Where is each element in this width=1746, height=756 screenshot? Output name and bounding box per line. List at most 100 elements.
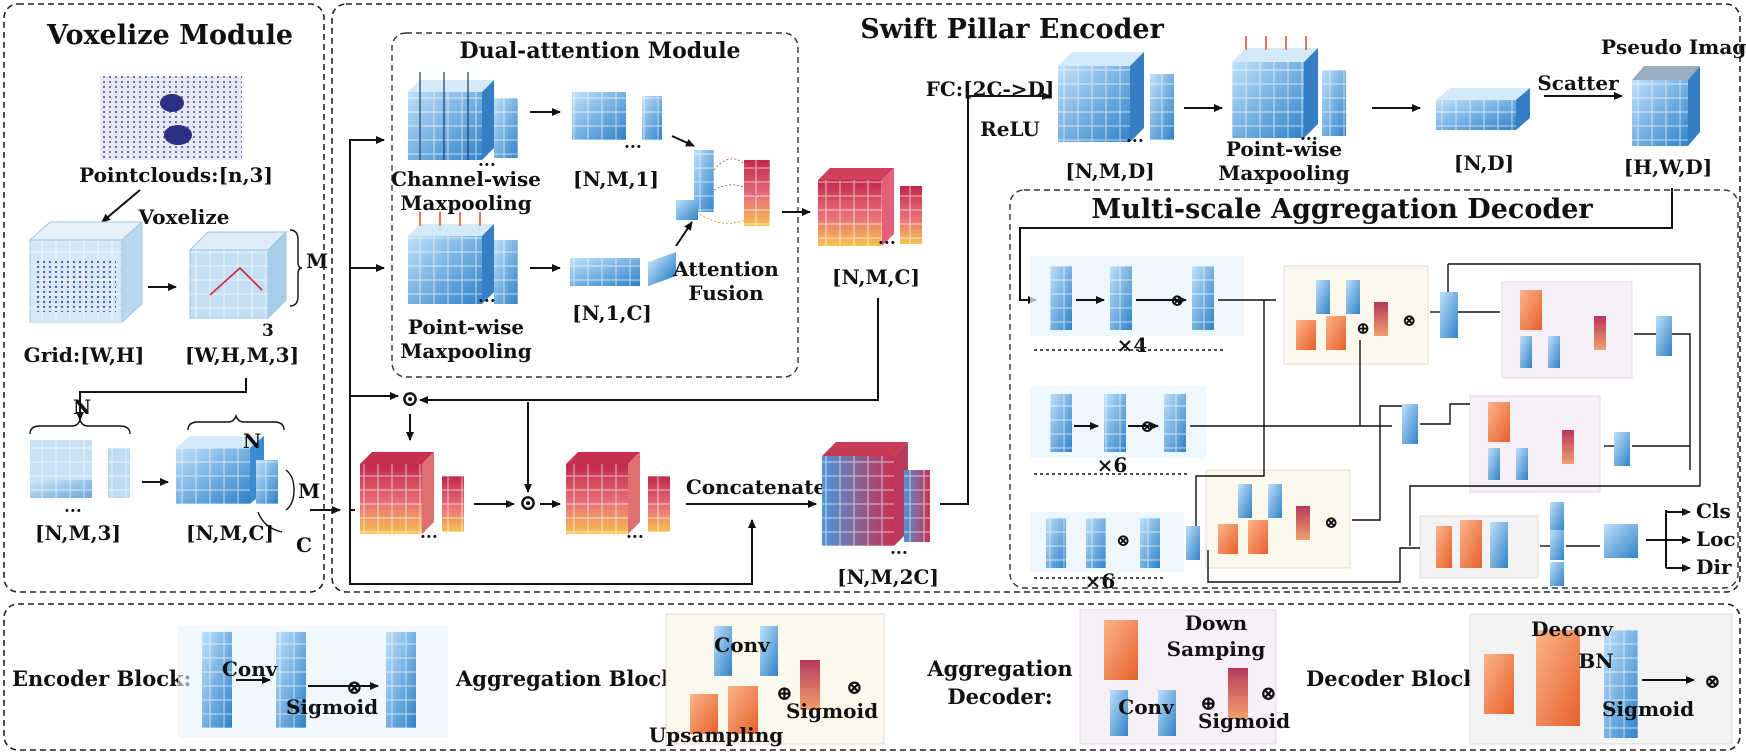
voxelize-title: Voxelize Module xyxy=(46,20,293,51)
legend-otimes-4: ⊗ xyxy=(1704,669,1721,693)
encoder-title: Swift Pillar Encoder xyxy=(860,14,1164,45)
odot-2: ⊙ xyxy=(519,490,537,516)
pointclouds-label: Pointclouds:[n,3] xyxy=(79,163,273,187)
legend-deconv: Deconv xyxy=(1531,617,1614,641)
m-label-2: M xyxy=(298,479,320,503)
attention-label-2: Fusion xyxy=(688,281,764,305)
feature-col-6 xyxy=(1550,530,1564,560)
head-tensor xyxy=(1604,524,1638,558)
dual-attention-panel xyxy=(391,32,799,378)
pointcloud-image xyxy=(100,76,242,160)
aggregation-decoder-1 xyxy=(1501,281,1633,379)
otimes-agg1: ⊗ xyxy=(1402,311,1416,331)
nm1-label: [N,M,1] xyxy=(573,167,659,191)
grid-label: Grid:[W,H] xyxy=(24,343,145,367)
dots-nm1: ... xyxy=(624,133,642,153)
otimes-agg2: ⊗ xyxy=(1324,513,1338,533)
nmc-label-left: [N,M,C] xyxy=(186,521,274,545)
heat-tensor-1 xyxy=(360,452,464,534)
legend-oplus-3: ⊕ xyxy=(1200,691,1217,715)
legend-encoder-block-visual xyxy=(178,626,448,738)
nm2c-label: [N,M,2C] xyxy=(837,565,939,589)
attention-fusion-visual xyxy=(676,150,770,226)
dots-pw: ... xyxy=(478,287,496,307)
legend-conv-2: Conv xyxy=(714,633,771,657)
nmd-label: [N,M,D] xyxy=(1065,159,1154,183)
legend-aggregation-block-visual xyxy=(665,613,885,745)
m-dim-label: M xyxy=(306,249,328,273)
nmc-attention-label: [N,M,C] xyxy=(832,265,920,289)
pw-label-2: Maxpooling xyxy=(1218,161,1349,185)
legend-aggregation-decoder-label-1: Aggregation xyxy=(926,656,1072,681)
dots-heat-1: ... xyxy=(420,523,438,543)
feature-col-5 xyxy=(1550,502,1564,532)
x6-label-b: ×6 xyxy=(1085,569,1116,593)
n-label-1: N xyxy=(73,395,91,419)
point-wise-tensor xyxy=(408,212,518,304)
channel-wise-tensor xyxy=(408,72,518,160)
nm1-tensor xyxy=(572,92,662,140)
output-cls: Cls xyxy=(1696,499,1731,523)
legend-encoder-block-label: Encoder Block: xyxy=(12,666,191,691)
nmd-tensor xyxy=(1058,52,1174,142)
three-dim-label: 3 xyxy=(262,321,274,341)
decoder-panel xyxy=(1009,189,1739,589)
pseudo-image-tensor xyxy=(1632,66,1700,146)
legend-sigmoid-4: Sigmoid xyxy=(1602,697,1694,721)
c-label: C xyxy=(296,533,312,557)
dots-pwm: ... xyxy=(1300,125,1318,145)
legend-down-1: Down xyxy=(1185,611,1248,635)
dots-nm3: ... xyxy=(64,497,82,517)
pw-label-1: Point-wise xyxy=(1226,137,1342,161)
feature-col-1 xyxy=(1440,292,1458,338)
whm3-label: [W,H,M,3] xyxy=(185,343,299,367)
x4-label: ×4 xyxy=(1117,333,1148,357)
dots-nm2c: ... xyxy=(890,539,908,559)
channel-wise-label-1: Channel-wise xyxy=(391,167,541,191)
point-wise-label-1: Point-wise xyxy=(408,315,524,339)
legend-aggregation-decoder-visual xyxy=(1079,609,1277,745)
legend-conv-1: Conv xyxy=(222,657,279,681)
legend-aggregation-block-label: Aggregation Block: xyxy=(455,666,683,691)
whm3-cube xyxy=(188,230,288,320)
dots-heat-2: ... xyxy=(626,523,644,543)
dots-nmd: ... xyxy=(1126,127,1144,147)
legend-panel xyxy=(3,603,1741,751)
relu-label: ReLU xyxy=(980,117,1040,141)
legend-bn: BN xyxy=(1578,649,1613,673)
n1c-tensor xyxy=(570,251,676,287)
legend-sigmoid-1: Sigmoid xyxy=(286,695,378,719)
decoder-title: Multi-scale Aggregation Decoder xyxy=(1091,194,1593,225)
feature-col-7 xyxy=(1550,562,1564,586)
n-label-2: N xyxy=(243,429,261,453)
legend-otimes-1: ⊗ xyxy=(346,675,363,699)
nd-label: [N,D] xyxy=(1454,151,1514,175)
legend-otimes-2: ⊗ xyxy=(846,675,863,699)
feature-col-3 xyxy=(1656,316,1672,356)
feature-col-2 xyxy=(1402,404,1418,444)
legend-sigmoid-3: Sigmoid xyxy=(1198,709,1290,733)
feature-col-4 xyxy=(1614,432,1630,466)
otimes-r3: ⊗ xyxy=(1116,531,1130,551)
decoder-block-output xyxy=(1419,515,1539,579)
encoder-panel xyxy=(331,3,1741,593)
legend-down-2: Samping xyxy=(1167,637,1266,661)
fc-label: FC:[2C->D] xyxy=(926,77,1055,101)
pseudo-image-label: Pseudo Image xyxy=(1601,35,1746,59)
legend-conv-3: Conv xyxy=(1118,695,1175,719)
nm3-label: [N,M,3] xyxy=(35,521,121,545)
odot-1: ⊙ xyxy=(401,386,419,412)
pointwise-max-tensor xyxy=(1232,36,1346,138)
x6-label-a: ×6 xyxy=(1097,453,1128,477)
nmc-tensor xyxy=(176,436,278,504)
legend-oplus-2: ⊕ xyxy=(776,681,793,705)
nm3-tensor xyxy=(30,440,130,498)
nm2c-tensor xyxy=(822,442,930,546)
legend-decoder-block-label: Decoder Block: xyxy=(1306,666,1486,691)
legend-otimes-3: ⊗ xyxy=(1260,681,1277,705)
n1c-label: [N,1,C] xyxy=(572,301,652,325)
encoder-block-row3 xyxy=(1030,512,1200,572)
aggregation-block-1 xyxy=(1283,265,1429,365)
oplus-agg1: ⊕ xyxy=(1356,319,1370,339)
